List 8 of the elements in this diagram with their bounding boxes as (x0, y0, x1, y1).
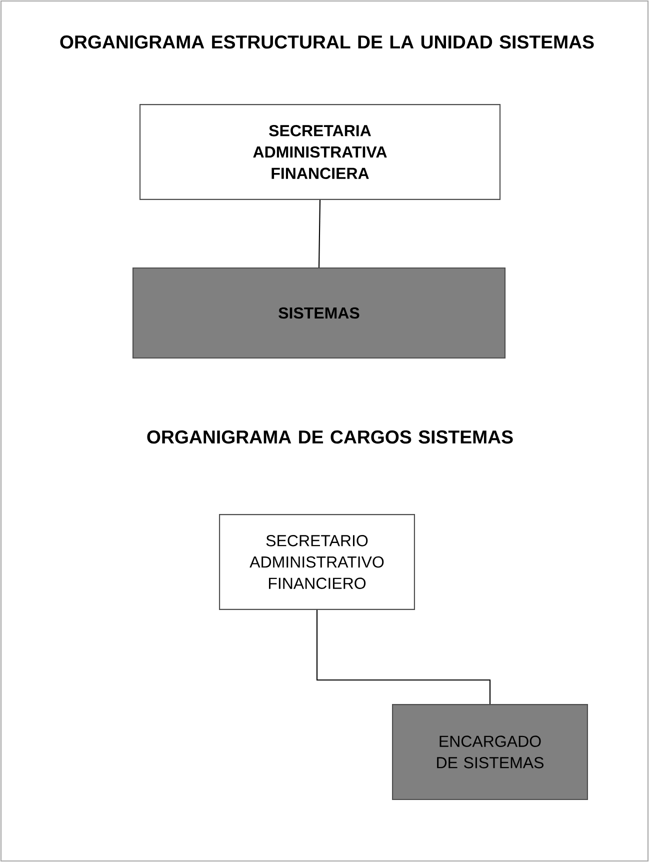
position-box: ENCARGADO DE SISTEMAS (392, 704, 588, 800)
position-box: SISTEMAS (132, 267, 506, 359)
position-box: SECRETARIO ADMINISTRATIVO FINANCIERO (219, 514, 415, 610)
heading: ORGANIGRAMA ESTRUCTURAL DE LA UNIDAD SISTEMAS (60, 35, 594, 49)
connector-line (318, 200, 321, 268)
position-box: SECRETARIA ADMINISTRATIVA FINANCIERA (139, 104, 501, 200)
connector-line (316, 610, 491, 704)
heading: ORGANIGRAMA DE CARGOS SISTEMAS (147, 430, 513, 444)
